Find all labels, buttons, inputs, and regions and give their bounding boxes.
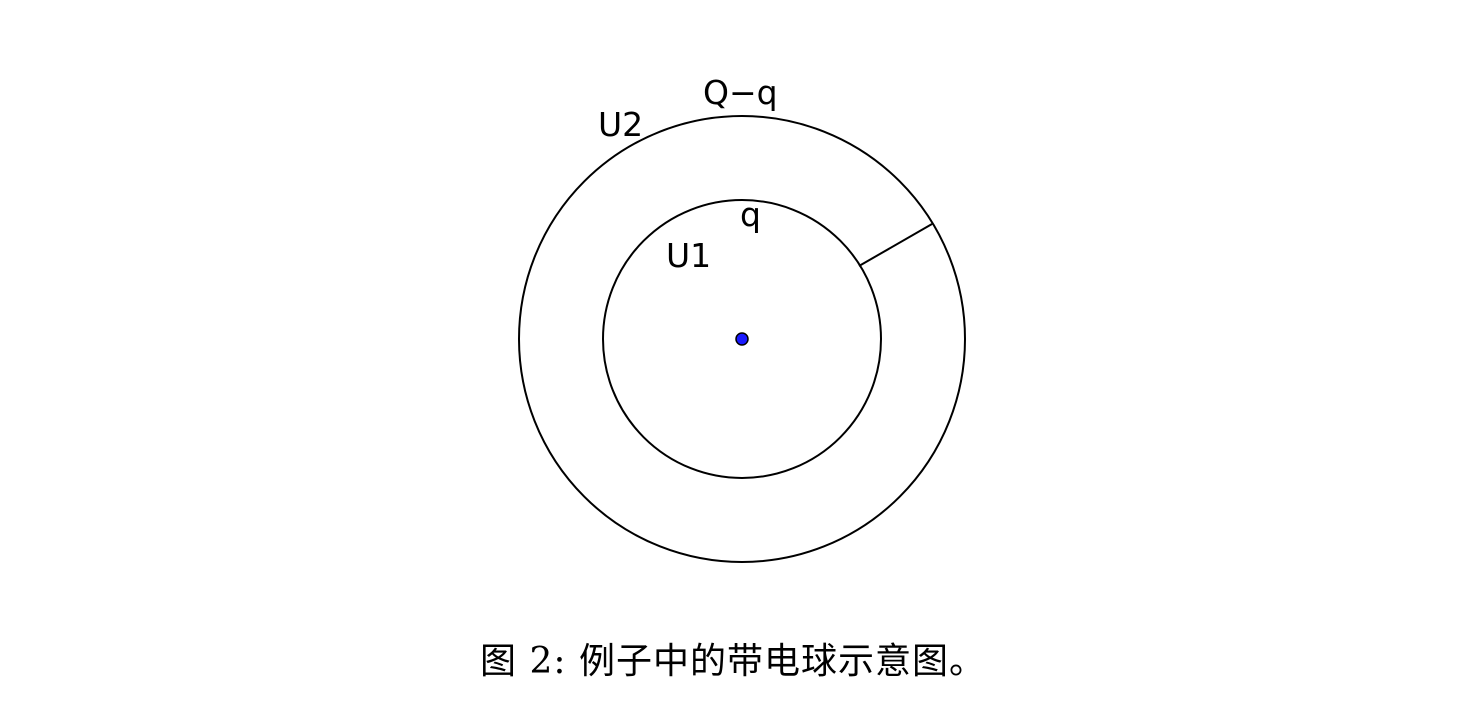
outer-charge-label: Q−q (703, 73, 778, 112)
inner-sphere (602, 199, 882, 479)
center-point (735, 332, 749, 346)
inner-charge-label: q (740, 195, 761, 234)
outer-sphere (518, 115, 966, 563)
outer-potential-label: U2 (598, 105, 643, 144)
figure-caption: 图 2: 例子中的带电球示意图。 (480, 641, 986, 682)
connecting-wire (858, 223, 933, 267)
inner-potential-label: U1 (666, 236, 711, 275)
